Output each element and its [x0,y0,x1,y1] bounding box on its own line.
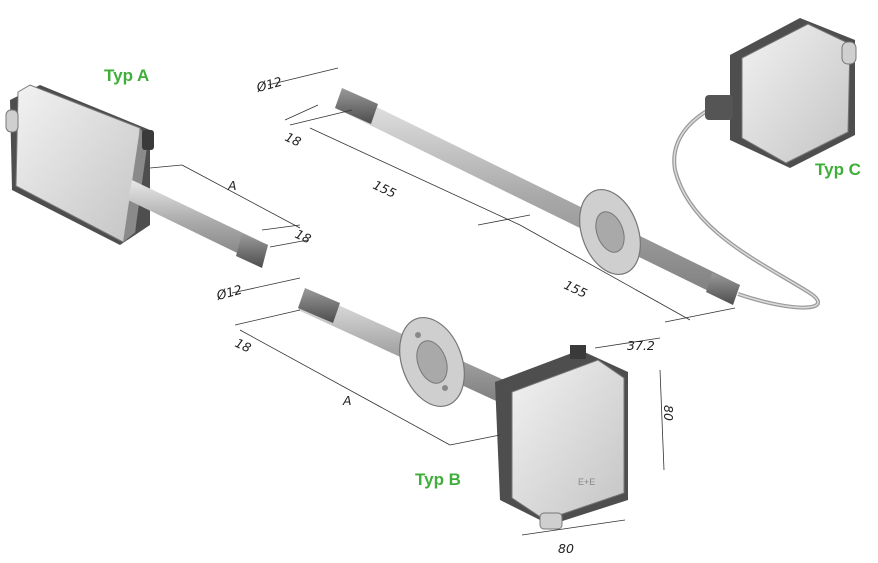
dim-155-second: 155 [562,277,590,301]
svg-text:E+E: E+E [578,477,595,487]
housing-type-b: E+E [298,288,628,530]
dim-18-type-a: 18 [293,226,314,246]
dim-diameter-mid: Ø12 [214,282,244,303]
housing-type-c [335,18,857,310]
label-type-c: Typ C [815,160,861,179]
dim-height: 80 [661,405,676,421]
dim-diameter-top: Ø12 [254,74,284,95]
housing-type-a [5,84,268,268]
label-type-a: Typ A [104,66,150,85]
dim-a-top: A [227,178,237,193]
dim-a-bottom: A [342,393,352,408]
dim-depth: 37.2 [627,338,655,353]
dim-18-type-b: 18 [233,335,254,355]
dim-width: 80 [558,541,574,556]
dim-18-top: 18 [283,129,304,149]
dimension-lines [149,67,736,536]
dim-155-first: 155 [371,177,399,201]
label-type-b: Typ B [415,470,461,489]
